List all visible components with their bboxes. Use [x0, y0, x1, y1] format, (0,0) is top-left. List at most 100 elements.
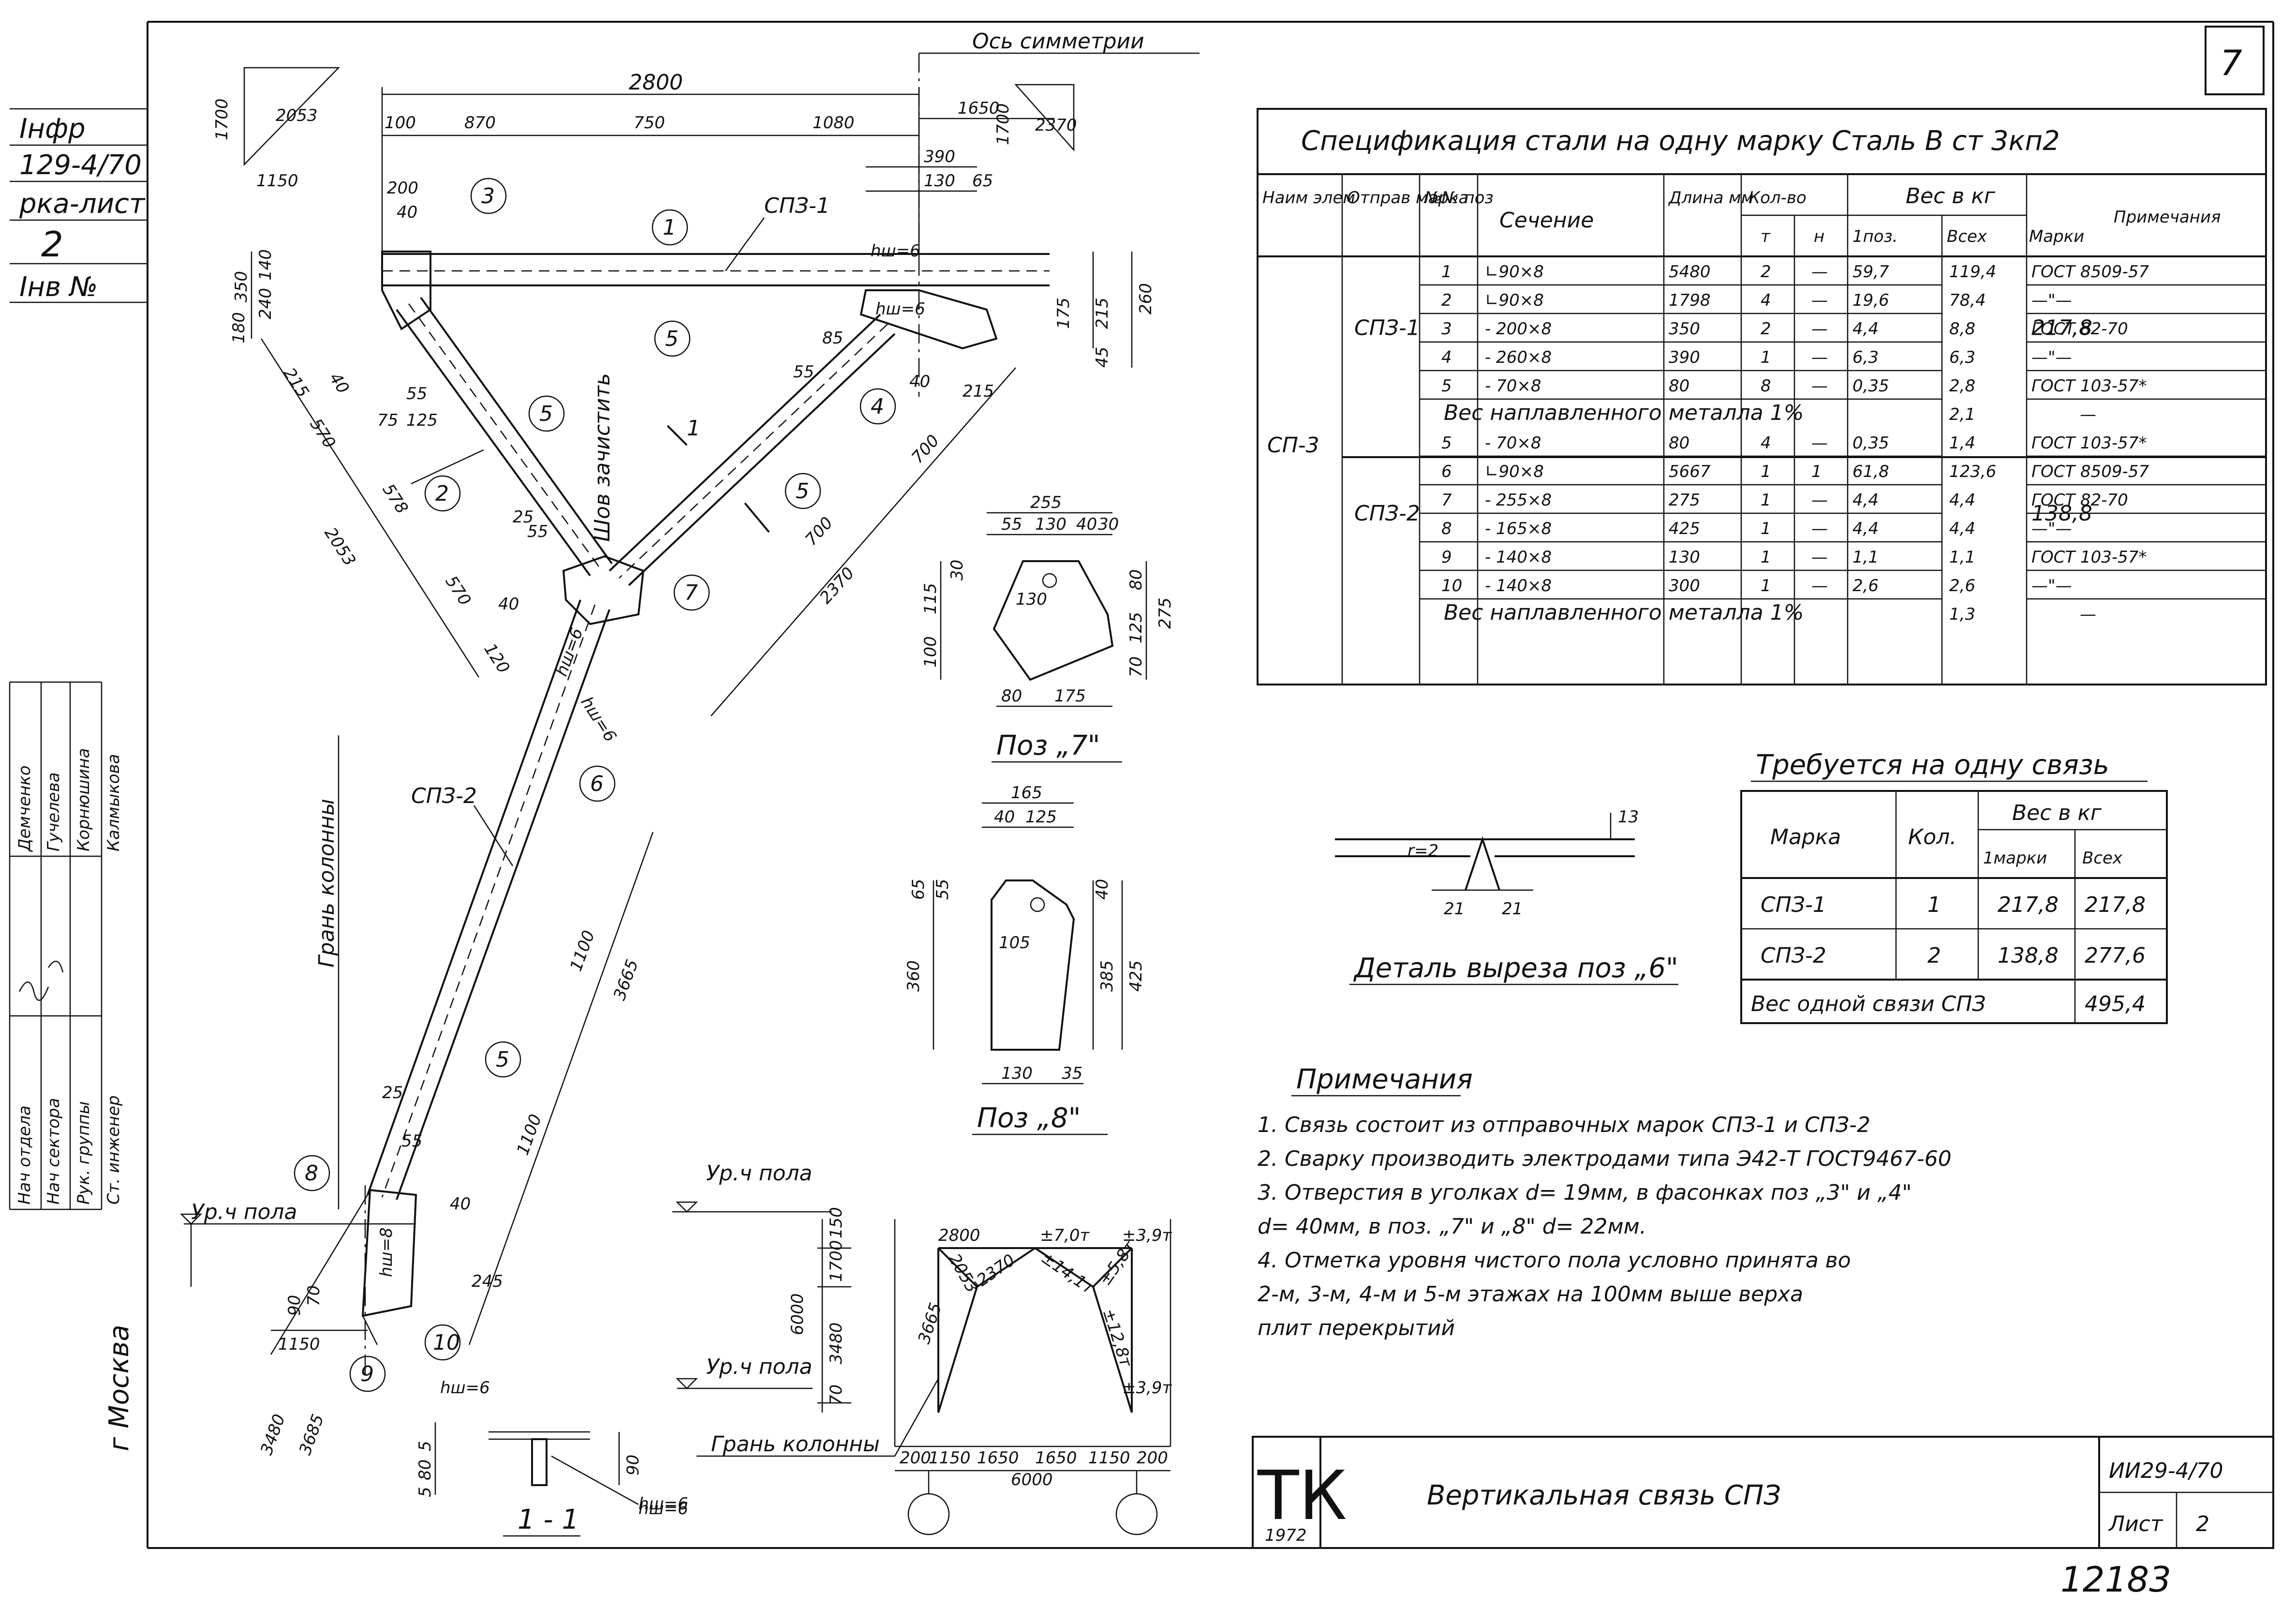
req-row1-wall: 217,8: [2085, 893, 2146, 917]
spec-row-pos: 9: [1441, 548, 1452, 567]
pos7-dim-80b: 80: [1001, 686, 1022, 706]
spec-row-wall: 1,1: [1949, 548, 1975, 567]
dim-55c: 55: [401, 1132, 422, 1151]
dim-350: 350: [232, 271, 251, 302]
scheme-b-1150b: 1150: [1088, 1448, 1130, 1468]
cut-marker-1: 1: [687, 416, 700, 441]
scheme-vdim-150: 150: [827, 1207, 846, 1238]
label-spz1: СПЗ-1: [764, 194, 830, 218]
spec-row-note: ГОСТ 103-57*: [2031, 548, 2147, 567]
hdr-pos: №№ поз: [1423, 188, 1494, 208]
dim-40a: 40: [397, 203, 417, 222]
dim-570a: 570: [306, 415, 339, 452]
dim-55b: 55: [527, 522, 548, 541]
dim-100: 100: [385, 113, 416, 133]
main-bracing-drawing: Ось симметрии Грань колонны: [179, 29, 1200, 1514]
pos8-dim-385: 385: [1097, 960, 1117, 992]
req-hdr-weight: Вес в кг: [2012, 801, 2102, 825]
weld-hw-5: hш=6: [440, 1378, 490, 1398]
spec-row-length: 350: [1669, 319, 1700, 339]
strip-label-2: 129-4/70: [19, 149, 142, 181]
spec-row-qty-t: 2: [1761, 319, 1771, 339]
dim-1700-right: 1700: [993, 103, 1013, 145]
spec-row-qty-t: 1: [1761, 462, 1771, 481]
detail-cut6: r=2 21 21 13 Деталь выреза поз „6": [1335, 807, 1678, 985]
scheme-total: 6000: [1011, 1470, 1053, 1489]
spec-row-wall: 119,4: [1949, 262, 1996, 282]
dim-245: 245: [472, 1272, 503, 1291]
dim-390: 390: [924, 147, 955, 166]
scheme-column-face: Грань колонны: [711, 1432, 880, 1457]
spec-row-wall: 78,4: [1949, 291, 1986, 310]
axis-symmetry-label: Ось симметрии: [972, 29, 1144, 54]
dim-1080: 1080: [813, 113, 855, 133]
spec-group-mark: СПЗ-2: [1354, 501, 1420, 526]
detail-pos8: 165 40 125 65 55 105 40 360 385 425 130 …: [904, 783, 1146, 1135]
spec-row-pos: 5: [1441, 376, 1452, 396]
dim-215-right: 215: [1093, 298, 1112, 329]
spec-row-length: 1798: [1669, 291, 1711, 310]
dim-1650: 1650: [958, 99, 1000, 118]
scheme-top-2800: 2800: [938, 1226, 980, 1245]
spec-row-qty-t: 1: [1761, 519, 1771, 538]
pos8-dim-165: 165: [1011, 783, 1042, 803]
scheme-b-200b: 200: [1137, 1448, 1168, 1468]
spec-row-wpos: 0,35: [1852, 376, 1889, 396]
spec-row-section: - 70×8: [1485, 433, 1541, 453]
cut6-title: Деталь выреза поз „6": [1353, 953, 1678, 984]
spec-row-length: 425: [1669, 519, 1700, 538]
weld-hw-6: hш=8: [377, 1227, 396, 1277]
req-row1-qty: 1: [1927, 893, 1941, 917]
spec-row-length: 5667: [1669, 462, 1711, 481]
strip-label-3: рка-лист: [19, 188, 146, 220]
req-row1-mark: СПЗ-1: [1761, 893, 1826, 917]
notes-title: Примечания: [1296, 1064, 1473, 1095]
spec-row-note: ГОСТ 103-57*: [2031, 433, 2147, 453]
pos8-dim-35: 35: [1062, 1064, 1082, 1083]
pos7-dim-255: 255: [1030, 493, 1062, 512]
spec-weld-value: 2,1: [1949, 405, 1975, 424]
spec-row-wall: 6,3: [1949, 348, 1975, 367]
title-sheet-value: 2: [2196, 1512, 2209, 1536]
label-spz2: СПЗ-2: [411, 784, 477, 808]
spec-row-wall: 8,8: [1949, 319, 1975, 339]
spec-row-note: —"—: [2031, 519, 2072, 538]
sheet-number-box: 7: [2205, 26, 2265, 95]
spec-row-pos: 2: [1441, 291, 1452, 310]
dim-870: 870: [464, 113, 496, 133]
spec-row-qty-n: —: [1811, 519, 1828, 538]
spec-row-section: ∟90×8: [1485, 262, 1544, 282]
dim-1150-bottom: 1150: [278, 1335, 320, 1354]
sheet-number: 7: [2220, 43, 2242, 83]
dim-40d: 40: [450, 1194, 471, 1214]
scheme-floor-bottom: Ур.ч пола: [706, 1355, 812, 1379]
section-dim-5b: 5: [415, 1487, 435, 1497]
req-row2-w1: 138,8: [1998, 943, 2059, 968]
hdr-wpos: 1поз.: [1852, 227, 1898, 246]
spec-row-qty-n: —: [1811, 376, 1828, 396]
spec-row-section: ∟90×8: [1485, 462, 1544, 481]
strip-label-1: Інфр: [19, 113, 86, 145]
spec-row-section: - 70×8: [1485, 376, 1541, 396]
spec-row-qty-t: 2: [1761, 262, 1771, 282]
spec-row-section: - 165×8: [1485, 519, 1552, 538]
scheme-b-1150a: 1150: [929, 1448, 971, 1468]
pos-marker-5d: 5: [496, 1047, 509, 1072]
section-dim-5a: 5: [415, 1441, 435, 1451]
pos7-dim-125: 125: [1126, 612, 1146, 643]
position-markers: 1 2 3 4 5 5 5 5 6 7 8 9 10: [294, 178, 896, 1392]
dim-140: 140: [256, 249, 275, 281]
pos8-dim-425: 425: [1126, 960, 1146, 992]
spec-row-length: 80: [1669, 433, 1689, 453]
staff-role-1: Нач отдела: [15, 1105, 34, 1205]
pos8-dim-130: 130: [1001, 1064, 1033, 1083]
spec-row-pos: 5: [1441, 433, 1452, 453]
spec-row-pos: 3: [1441, 319, 1452, 339]
pos-marker-2: 2: [435, 481, 449, 506]
dim-1700-left: 1700: [212, 98, 232, 140]
pos8-dim-125: 125: [1025, 807, 1057, 827]
strip-label-5: Інв №: [19, 271, 98, 303]
spec-row-qty-t: 1: [1761, 491, 1771, 510]
req-row2-mark: СПЗ-2: [1761, 943, 1826, 968]
pos8-title: Поз „8": [977, 1102, 1081, 1134]
